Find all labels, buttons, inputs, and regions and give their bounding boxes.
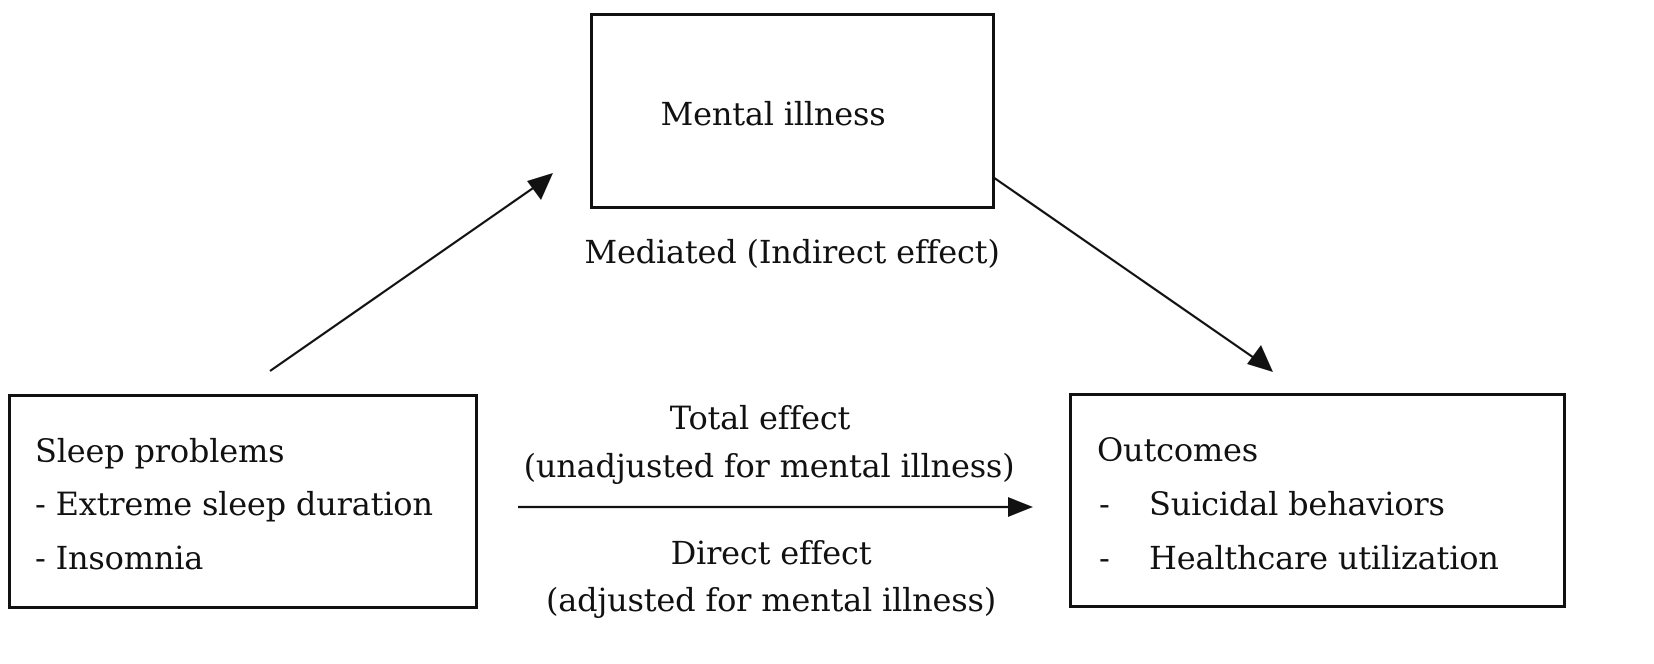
outcome-item: Healthcare utilization bbox=[1149, 539, 1499, 577]
outcome-item: Suicidal behaviors bbox=[1149, 485, 1445, 523]
arrowhead-mediator-to-outcome bbox=[1247, 345, 1273, 372]
exposure-item: - Extreme sleep duration bbox=[35, 485, 433, 523]
exposure-title: Sleep problems bbox=[35, 432, 285, 470]
indirect-effect-label: Mediated (Indirect effect) bbox=[584, 233, 1000, 271]
outcome-box bbox=[1069, 393, 1566, 608]
mediator-title: Mental illness bbox=[660, 95, 886, 133]
arrow-exposure-to-mediator bbox=[269, 176, 550, 372]
outcome-title: Outcomes bbox=[1097, 431, 1258, 469]
total-effect-title: Total effect bbox=[669, 399, 851, 437]
mediator-box bbox=[590, 13, 995, 209]
total-effect-subtitle: (unadjusted for mental illness) bbox=[523, 447, 1015, 485]
exposure-item: - Insomnia bbox=[35, 539, 204, 577]
direct-effect-subtitle: (adjusted for mental illness) bbox=[545, 581, 997, 619]
arrowhead-exposure-to-mediator bbox=[527, 173, 553, 200]
arrowhead-exposure-to-outcome bbox=[1008, 497, 1033, 517]
outcome-bullet: - bbox=[1099, 485, 1110, 523]
exposure-box bbox=[8, 394, 478, 609]
direct-effect-title: Direct effect bbox=[670, 534, 872, 572]
outcome-bullet: - bbox=[1099, 539, 1110, 577]
arrow-mediator-to-outcome bbox=[989, 174, 1271, 370]
